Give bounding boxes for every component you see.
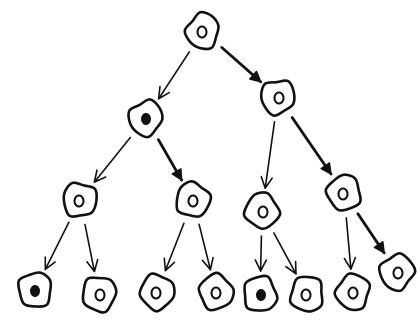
arrow-shaft — [345, 217, 352, 270]
nucleus-dark — [141, 113, 151, 125]
cells-layer — [17, 10, 417, 314]
nucleus-light — [337, 187, 349, 201]
nucleus-light — [210, 286, 222, 300]
arrow-shaft — [93, 136, 132, 183]
arrow-shaft — [198, 223, 212, 271]
arrows-layer — [44, 46, 386, 275]
arrow-g1b-to-g2c — [260, 121, 276, 189]
nucleus-light — [347, 286, 359, 300]
cell-g3g — [333, 272, 372, 312]
arrow-g2d-to-g3g — [343, 217, 357, 270]
arrow-shaft — [273, 232, 297, 275]
arrow-shaft — [164, 222, 185, 272]
nucleus-light — [73, 194, 85, 208]
cell-g1b — [259, 79, 296, 117]
open-arrowhead — [93, 169, 107, 183]
open-arrowhead — [163, 257, 176, 272]
arrow-shaft — [290, 116, 333, 176]
cell-g0 — [183, 10, 220, 51]
arrow-g2d-to-g3h — [356, 212, 386, 255]
open-arrowhead — [285, 260, 297, 275]
arrow-shaft — [44, 221, 70, 271]
arrow-shaft — [84, 223, 96, 273]
nucleus-light — [273, 91, 285, 105]
arrow-shaft — [264, 121, 276, 189]
cell-g2a — [62, 181, 98, 218]
cell-g2d — [324, 173, 362, 212]
solid-arrowhead — [249, 70, 262, 83]
cell-g3d — [197, 271, 236, 312]
arrow-shaft — [259, 235, 263, 272]
arrow-g2c-to-g3f — [273, 232, 297, 275]
cell-g3e — [243, 274, 279, 312]
nucleus-light — [300, 288, 312, 302]
arrow-g0-to-g1a — [157, 51, 191, 100]
solid-arrowhead — [373, 241, 385, 254]
nucleus-light — [187, 194, 199, 208]
cell-g3b — [81, 276, 118, 314]
arrow-g1a-to-g2b — [156, 138, 184, 182]
arrow-g2b-to-g3c — [163, 222, 185, 272]
arrow-shaft — [157, 51, 191, 100]
open-arrowhead — [343, 256, 357, 270]
open-arrowhead — [201, 256, 214, 271]
cell-g1a — [127, 98, 164, 139]
arrow-g0-to-g1b — [220, 46, 263, 84]
nucleus-light — [150, 286, 162, 300]
nucleus-light — [196, 25, 208, 39]
cell-g3f — [288, 275, 324, 313]
arrow-g2a-to-g3a — [44, 221, 70, 271]
open-arrowhead — [157, 85, 170, 100]
open-arrowhead — [254, 259, 268, 272]
nucleus-dark — [30, 285, 40, 297]
cell-g2c — [242, 191, 282, 231]
arrow-g1b-to-g2d — [290, 116, 333, 176]
nucleus-dark — [256, 289, 266, 301]
nucleus-light — [392, 266, 404, 280]
cell-g3a — [17, 271, 53, 308]
cell-g3c — [138, 272, 176, 313]
open-arrowhead — [86, 258, 99, 273]
cell-g2b — [175, 180, 213, 218]
arrow-g2a-to-g3b — [84, 223, 99, 273]
open-arrowhead — [260, 175, 274, 189]
open-arrowhead — [44, 256, 56, 271]
solid-arrowhead — [320, 162, 332, 175]
nucleus-light — [94, 288, 106, 302]
arrow-g2b-to-g3d — [198, 223, 214, 271]
cell-g3h — [377, 252, 417, 293]
nucleus-light — [257, 205, 269, 219]
arrow-g1a-to-g2a — [93, 136, 132, 183]
arrow-g2c-to-g3e — [254, 235, 268, 272]
solid-arrowhead — [171, 168, 183, 181]
